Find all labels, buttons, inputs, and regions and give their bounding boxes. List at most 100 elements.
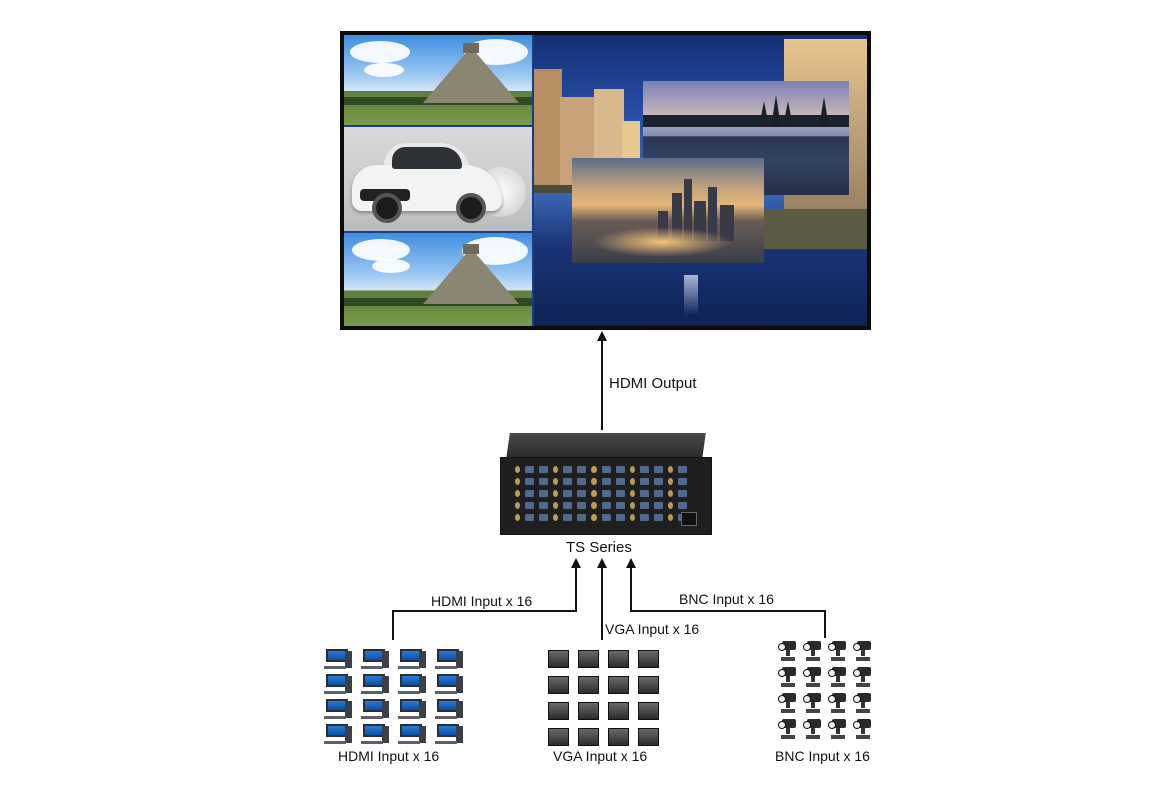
bnc-port: [553, 466, 559, 473]
video-port: [615, 502, 625, 509]
video-port: [639, 502, 649, 509]
device-port-row: [515, 502, 688, 510]
video-port: [615, 490, 625, 497]
video-port: [653, 466, 663, 473]
bnc-camera-icon: [801, 667, 823, 687]
video-port: [615, 478, 625, 485]
video-port: [525, 490, 535, 497]
bnc-port: [629, 490, 635, 497]
vga-box-icon: [548, 650, 569, 668]
video-port: [601, 514, 611, 521]
video-port: [678, 490, 688, 497]
bnc-input-connector: [626, 558, 826, 638]
vga-box-icon: [608, 676, 629, 694]
bnc-port: [591, 466, 597, 473]
bnc-port: [629, 502, 635, 509]
bnc-port: [667, 514, 674, 521]
bnc-camera-icon: [851, 667, 873, 687]
vga-box-icon: [578, 702, 599, 720]
bnc-port: [515, 514, 521, 521]
bnc-port: [667, 490, 674, 497]
bnc-port: [591, 490, 597, 497]
video-port: [563, 502, 573, 509]
video-port: [678, 478, 688, 485]
video-port: [577, 490, 587, 497]
computer-icon: [324, 699, 352, 719]
bnc-camera-icon: [851, 693, 873, 713]
bnc-camera-icon: [776, 693, 798, 713]
video-port: [539, 514, 549, 521]
display-monitor: [340, 31, 871, 330]
vga-box-icon: [578, 650, 599, 668]
video-port: [563, 490, 573, 497]
vga-box-grid: [548, 650, 659, 746]
computer-icon: [398, 699, 426, 719]
video-port: [601, 502, 611, 509]
video-port: [577, 466, 587, 473]
bnc-port: [515, 502, 521, 509]
video-port: [639, 514, 649, 521]
video-port: [601, 478, 611, 485]
computer-icon: [361, 674, 389, 694]
video-port: [653, 478, 663, 485]
bnc-camera-icon: [826, 719, 848, 739]
computer-icon: [324, 649, 352, 669]
bnc-camera-icon: [826, 641, 848, 661]
bnc-port: [629, 466, 635, 473]
window-skyline-sunset: [572, 158, 764, 263]
video-port: [639, 478, 649, 485]
vga-box-icon: [638, 676, 659, 694]
ts-series-device: [500, 433, 712, 535]
video-port: [539, 478, 549, 485]
vga-connector-label: VGA Input x 16: [605, 621, 700, 637]
bnc-port: [667, 466, 674, 473]
vga-box-icon: [578, 676, 599, 694]
bnc-port: [591, 514, 597, 521]
vga-box-icon: [638, 702, 659, 720]
video-port: [577, 502, 587, 509]
bnc-port: [629, 478, 635, 485]
video-port: [653, 502, 663, 509]
bnc-camera-grid: [776, 641, 873, 739]
bnc-port: [553, 514, 559, 521]
device-port-row: [515, 466, 688, 474]
video-port: [601, 490, 611, 497]
hdmi-computer-grid: [324, 649, 470, 744]
video-port: [639, 466, 649, 473]
vga-box-icon: [548, 702, 569, 720]
video-port: [525, 502, 535, 509]
bnc-group-label: BNC Input x 16: [775, 748, 870, 764]
vga-box-icon: [638, 650, 659, 668]
bnc-port: [553, 478, 559, 485]
display-screen: [344, 35, 867, 326]
video-port: [525, 514, 535, 521]
video-port: [563, 478, 573, 485]
computer-icon: [435, 674, 463, 694]
bnc-camera-icon: [801, 693, 823, 713]
video-port: [678, 466, 688, 473]
video-port: [563, 514, 573, 521]
hdmi-group-label: HDMI Input x 16: [338, 748, 440, 764]
bnc-port: [515, 466, 521, 473]
bnc-port: [553, 502, 559, 509]
vga-box-icon: [638, 728, 659, 746]
device-port-row: [515, 514, 688, 522]
hdmi-input-connector: [392, 558, 581, 640]
bnc-camera-icon: [776, 667, 798, 687]
vga-box-icon: [608, 702, 629, 720]
bnc-port: [629, 514, 635, 521]
bnc-port: [591, 478, 597, 485]
video-port: [615, 466, 625, 473]
bnc-camera-icon: [776, 641, 798, 661]
computer-icon: [435, 724, 463, 744]
video-port: [525, 478, 535, 485]
video-port: [678, 502, 688, 509]
computer-icon: [435, 649, 463, 669]
video-port: [577, 514, 587, 521]
video-port: [653, 514, 663, 521]
vga-box-icon: [608, 650, 629, 668]
window-pyramid-bottom: [344, 233, 532, 326]
vga-box-icon: [608, 728, 629, 746]
bnc-camera-icon: [826, 667, 848, 687]
